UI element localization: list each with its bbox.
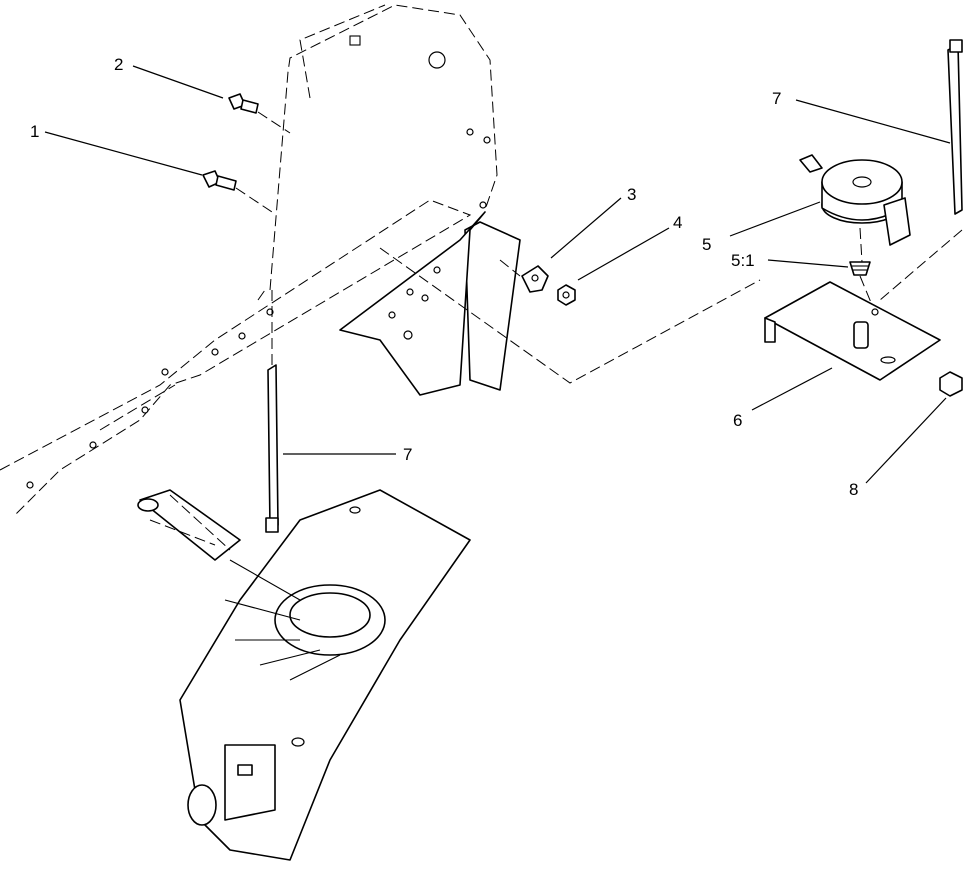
nut-4	[557, 284, 576, 306]
callout-2: 2	[114, 55, 123, 74]
callout-8: 8	[849, 480, 858, 499]
callout-7-center: 7	[403, 445, 412, 464]
nut-8	[939, 371, 963, 397]
callout-3: 3	[627, 185, 636, 204]
callout-5: 5	[702, 235, 711, 254]
switch-5	[799, 154, 911, 246]
callout-1: 1	[30, 122, 39, 141]
bolt-2	[228, 93, 291, 134]
motor-assembly	[137, 489, 471, 861]
spring-5-1	[849, 261, 871, 276]
callout-6: 6	[733, 411, 742, 430]
frame-rail	[0, 199, 472, 516]
cable-tie-7-center	[265, 364, 279, 533]
bolt-1	[202, 170, 273, 213]
callout-7-right: 7	[772, 89, 781, 108]
mounting-plate	[257, 4, 521, 396]
callout-4: 4	[673, 213, 682, 232]
clip-3	[521, 265, 549, 293]
assembly-lines	[149, 247, 761, 551]
callout-5-1: 5:1	[731, 251, 755, 270]
callouts: 1 2 3 4 5 5:1 6 7 7 8	[30, 55, 858, 499]
leader-lines	[44, 65, 951, 484]
bracket-6	[764, 227, 941, 381]
cable-tie-7-right	[879, 39, 963, 301]
